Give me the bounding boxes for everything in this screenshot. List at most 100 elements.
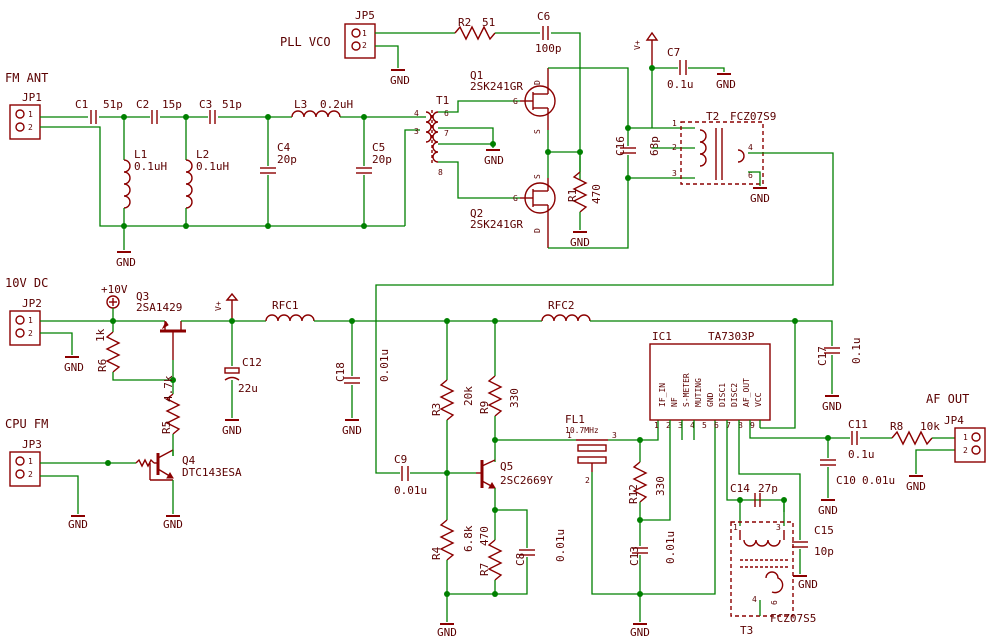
t1-pin8: 8 — [438, 168, 443, 177]
t1-transformer: T1 4 3 6 7 8 — [414, 94, 449, 177]
t1-pin4: 4 — [414, 109, 419, 118]
fl1-pin1: 1 — [567, 431, 572, 440]
q1-drain: D — [533, 80, 542, 85]
jp1-name: JP1 — [22, 91, 42, 104]
jp3-name: JP3 — [22, 438, 42, 451]
q3-name: Q3 — [136, 290, 149, 303]
r4-value: 6.8k — [462, 525, 475, 552]
jp2-pin1: 1 — [28, 316, 33, 325]
ic1-pin-ifin: IF_IN — [658, 383, 667, 407]
t1-pin3: 3 — [414, 127, 419, 136]
jp1-pin1: 1 — [28, 110, 33, 119]
c5-value: 20p — [372, 153, 392, 166]
q1-name: Q1 — [470, 69, 483, 82]
t3-pin1: 1 — [733, 523, 738, 532]
r7-resistor: R7 470 — [478, 526, 503, 581]
jp3-pin2: 2 — [28, 470, 33, 479]
jp3-label: CPU FM — [5, 417, 48, 431]
c6-value: 100p — [535, 42, 562, 55]
q5-value: 2SC2669Y — [500, 474, 553, 487]
c17-value: 0.1u — [850, 338, 863, 365]
fl1-name: FL1 — [565, 413, 585, 426]
r5-resistor: 4.7k R5 — [160, 375, 181, 435]
jp2-pin2: 2 — [28, 329, 33, 338]
c9-name: C9 — [394, 453, 407, 466]
rfc2-name: RFC2 — [548, 299, 575, 312]
q1-jfet: G D S Q1 2SK241GR — [470, 68, 556, 134]
fl1-pin3: 3 — [612, 431, 617, 440]
l2-name: L2 — [196, 148, 209, 161]
c5-capacitor: C5 20p — [356, 141, 392, 174]
q3-transistor: Q3 2SA1429 — [136, 290, 186, 360]
gnd-label: GND — [906, 480, 926, 493]
ic1-pin-smeter: S-METER — [682, 373, 691, 407]
t2-pin2: 2 — [672, 143, 677, 152]
q2-drain: D — [533, 228, 542, 233]
jp4-connector: 1 2 JP4 AF OUT — [926, 392, 986, 463]
jp5-pin2: 2 — [362, 41, 367, 50]
c15-capacitor: C15 10p — [792, 524, 834, 558]
jp2-connector: 1 2 JP2 10V DC — [5, 276, 48, 346]
ic1-pin1: 1 — [654, 421, 659, 430]
r6-name: R6 — [96, 359, 109, 372]
c5-name: C5 — [372, 141, 385, 154]
jp4-pin2: 2 — [963, 446, 968, 455]
c7-value: 0.1u — [667, 78, 694, 91]
jp3-pin1: 1 — [28, 457, 33, 466]
r4-resistor: R4 6.8k — [430, 519, 475, 561]
r5-value: 4.7k — [162, 375, 175, 402]
jp1-label: FM ANT — [5, 71, 48, 85]
r9-value: 330 — [508, 388, 521, 408]
t1-pin6: 6 — [444, 109, 449, 118]
t3-pin4: 4 — [752, 595, 757, 604]
ic1-pin5: 5 — [702, 421, 707, 430]
ic1-value: TA7303P — [708, 330, 755, 343]
gnd-label: GND — [750, 192, 770, 205]
c4-name: C4 — [277, 141, 291, 154]
t2-pin1: 1 — [672, 119, 677, 128]
r3-value: 20k — [462, 386, 475, 406]
gnd-label: GND — [818, 504, 838, 517]
l2-value: 0.1uH — [196, 160, 229, 173]
t3-pin3: 3 — [776, 523, 781, 532]
gnd-label: GND — [390, 74, 410, 87]
q1-gate: G — [513, 97, 518, 106]
t2-pin6: 6 — [748, 171, 753, 180]
c2-name: C2 — [136, 98, 149, 111]
c14-capacitor: C14 27p — [730, 482, 778, 507]
r9-resistor: R9 330 — [478, 375, 521, 417]
fl1-pin2: 2 — [585, 476, 590, 485]
r7-name: R7 — [478, 563, 491, 576]
ic1-pin-afout: AF_OUT — [742, 378, 751, 407]
c11-name: C11 — [848, 418, 868, 431]
r8-resistor: R8 10k — [890, 420, 940, 446]
r6-value: 1k — [94, 328, 107, 342]
t2-pin3: 3 — [672, 169, 677, 178]
q4-value: DTC143ESA — [182, 466, 242, 479]
ic1-pin3: 3 — [678, 421, 683, 430]
rfc1-inductor: RFC1 — [265, 299, 315, 322]
r7-value: 470 — [478, 526, 491, 546]
c13-value: 0.01u — [664, 531, 677, 564]
fl1-filter: FL1 10.7MHz 1 3 2 — [565, 413, 617, 485]
l3-inductor: L3 0.2uH — [291, 98, 353, 118]
c12-value: 22u — [238, 382, 258, 395]
c8-capacitor: C8 0.01u — [514, 529, 567, 566]
t3-pin6: 6 — [770, 600, 779, 605]
c1-capacitor: C1 51p — [75, 98, 123, 124]
c3-capacitor: C3 51p — [199, 98, 242, 124]
c18-value: 0.01u — [378, 349, 391, 382]
l2-inductor: L2 0.1uH — [185, 148, 229, 209]
q3-value: 2SA1429 — [136, 301, 182, 314]
gnd-label: GND — [222, 424, 242, 437]
l3-name: L3 — [294, 98, 307, 111]
c14-name: C14 — [730, 482, 750, 495]
q1-value: 2SK241GR — [470, 80, 523, 93]
ic1-pin4: 4 — [690, 421, 695, 430]
ic1-pin-muting: MUTING — [694, 378, 703, 407]
l1-value: 0.1uH — [134, 160, 167, 173]
jp4-pin1: 1 — [963, 433, 968, 442]
ic1-pin7: 7 — [726, 421, 731, 430]
r3-resistor: R3 20k — [430, 379, 475, 421]
c13-name: C13 — [628, 546, 641, 566]
